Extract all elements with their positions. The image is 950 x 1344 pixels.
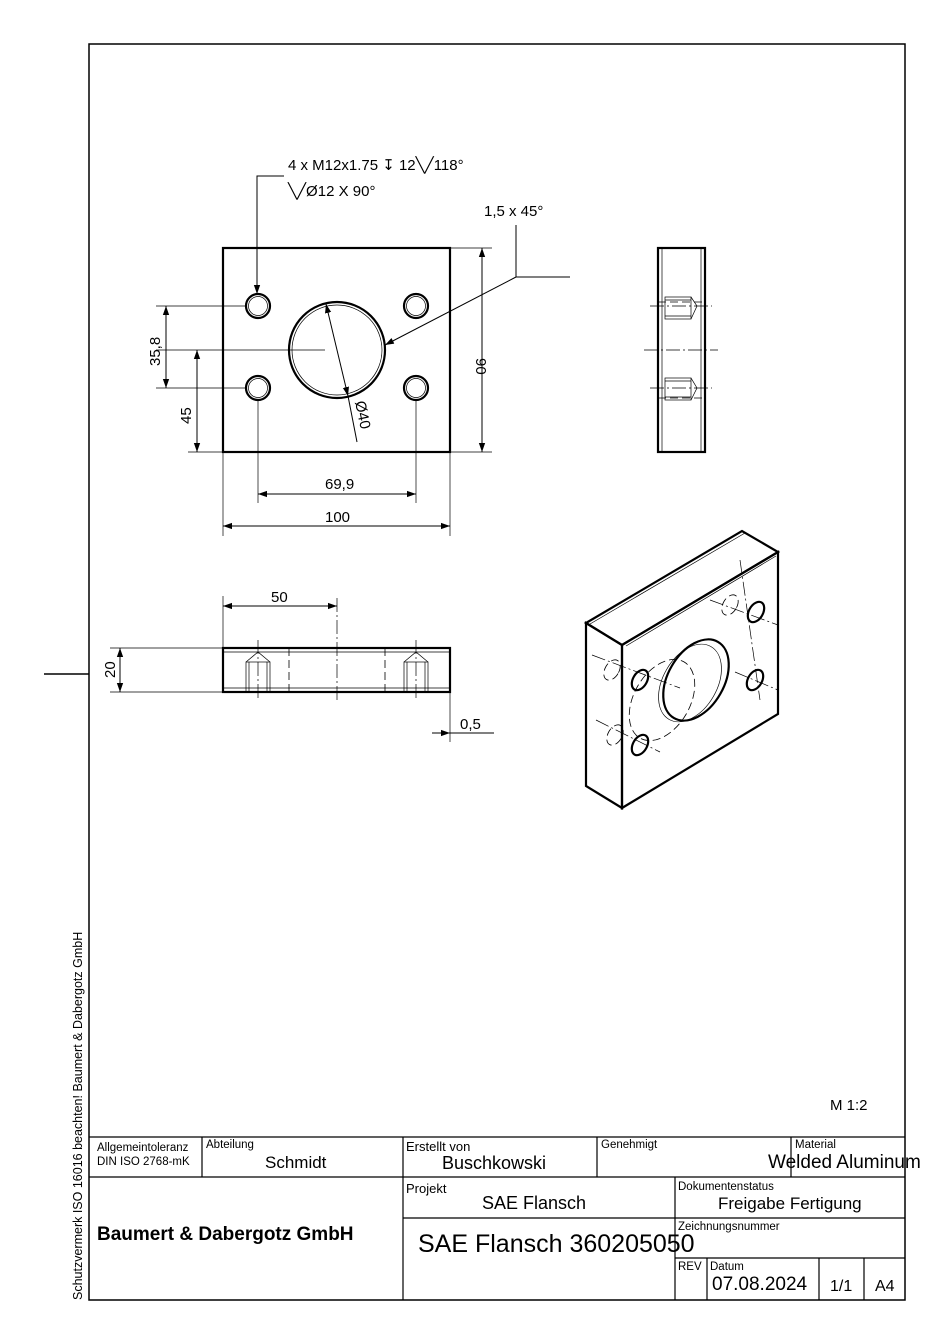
dim-699-text: 69,9 (325, 476, 354, 493)
dim-100-text: 100 (325, 509, 350, 526)
dim-d40-line (325, 303, 349, 397)
project-value: SAE Flansch (482, 1193, 587, 1213)
bolt-hole-bottom-left (244, 374, 272, 402)
dim-90-text: 90 (472, 358, 489, 375)
side-thread-top (650, 296, 712, 320)
chamfer-leader (515, 225, 570, 278)
tolerance-label: Allgemeintoleranz (97, 1142, 189, 1154)
copyright-side-text: Schutzvermerk ISO 16016 beachten! Baumer… (71, 932, 85, 1300)
material-label: Material (795, 1139, 836, 1151)
title-block-grid (89, 1136, 905, 1300)
bolt-hole-top-right (402, 292, 430, 320)
iso-bolt-holes (603, 594, 766, 757)
date-label: Datum (710, 1261, 744, 1273)
iso-center-bore (662, 638, 730, 722)
paper-format: A4 (875, 1278, 895, 1295)
dim-50-text: 50 (271, 589, 288, 606)
iso-top-face (583, 529, 781, 647)
sheet-border (88, 43, 906, 1301)
thread-note-line1: 4 x M12x1.75 ↧ 12╲╱118° (288, 156, 464, 174)
project-label: Projekt (406, 1181, 447, 1196)
chamfer-note: 1,5 x 45° (484, 203, 543, 220)
dim-45-text: 45 (178, 407, 195, 424)
top-view: 50 20 0,5 (102, 589, 494, 742)
top-thread-right (403, 640, 429, 700)
department-value: Schmidt (265, 1153, 327, 1172)
created-by-label: Erstellt von (406, 1139, 471, 1154)
thread-note-leader (253, 175, 284, 294)
iso-front-face (584, 621, 624, 810)
created-by-value: Buschkowski (442, 1153, 547, 1173)
material-value: Welded Aluminum (768, 1152, 921, 1173)
drawing-scale: M 1:2 (830, 1097, 868, 1114)
top-thread-left (245, 640, 271, 700)
rev-label: REV (678, 1261, 702, 1273)
doc-status-label: Dokumentenstatus (678, 1181, 774, 1193)
doc-status-value: Freigabe Fertigung (718, 1194, 862, 1213)
approved-label: Genehmigt (601, 1139, 658, 1151)
dim-d40-text: Ø40 (351, 399, 374, 430)
dim-20-text: 20 (102, 661, 119, 678)
top-view-outline (221, 646, 452, 694)
side-thread-bottom (650, 377, 712, 401)
company-name: Baumert & Dabergotz GmbH (97, 1224, 354, 1245)
department-label: Abteilung (206, 1139, 254, 1151)
iso-right-face (620, 550, 780, 810)
tolerance-value: DIN ISO 2768-mK (97, 1156, 190, 1168)
drawing-title: SAE Flansch 360205050 (418, 1230, 695, 1258)
front-view: 4 x M12x1.75 ↧ 12╲╱118° ╲╱Ø12 X 90° 1,5 … (147, 156, 570, 536)
date-value: 07.08.2024 (712, 1274, 808, 1295)
sheet-number: 1/1 (830, 1278, 853, 1295)
drawing-number-label: Zeichnungsnummer (678, 1221, 780, 1233)
thread-note-line2: ╲╱Ø12 X 90° (287, 182, 375, 200)
dim-358-text: 35,8 (147, 337, 164, 366)
isometric-view (583, 529, 781, 810)
dim-05-text: 0,5 (460, 716, 481, 733)
bolt-hole-top-left (244, 292, 272, 320)
side-view (644, 246, 718, 454)
bolt-hole-bottom-right (402, 374, 430, 402)
